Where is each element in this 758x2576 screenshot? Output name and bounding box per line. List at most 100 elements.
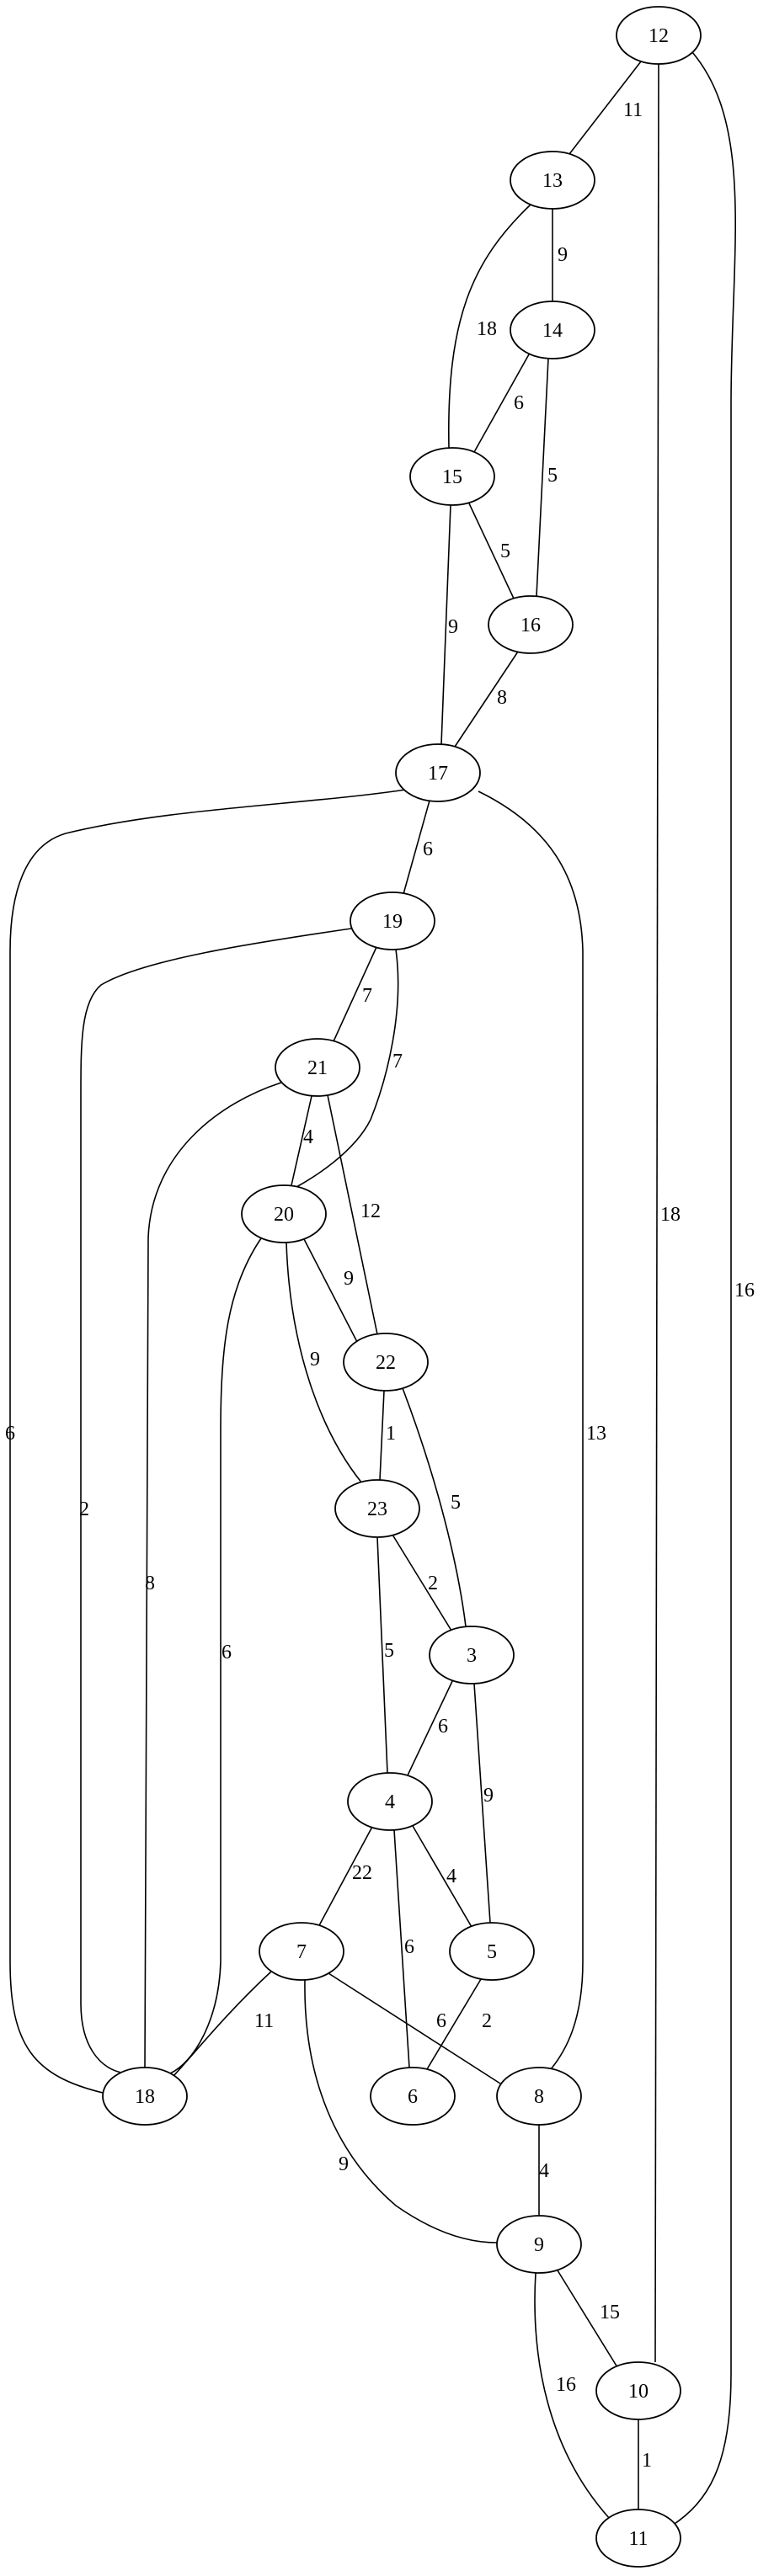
node-label-20: 20 [274,1204,294,1226]
node-label-5: 5 [487,1941,497,1963]
edge-line-17-8 [478,790,584,2070]
node-9: 9 [496,2215,582,2274]
node-ellipse-22 [343,1333,429,1392]
node-label-8: 8 [534,2086,544,2108]
node-20: 20 [241,1184,327,1243]
edge-label-14-16: 5 [547,465,558,487]
edge-line-15-16 [468,503,515,599]
edge-label-10-11: 1 [642,2450,652,2472]
node-ellipse-17 [395,743,481,802]
node-label-12: 12 [649,25,669,47]
edge-3-4: 6 [406,1679,454,1778]
edge-label-12-11: 16 [734,1280,755,1301]
edge-line-12-11 [671,51,736,2526]
edge-label-21-22: 12 [360,1200,381,1222]
edge-line-9-10 [557,2270,618,2368]
edge-line-20-18 [169,1237,262,2074]
node-ellipse-9 [496,2215,582,2274]
edge-23-4: 5 [376,1536,394,1774]
edge-label-4-7: 22 [352,1862,372,1884]
node-label-14: 14 [542,320,563,342]
node-label-17: 17 [428,763,448,785]
edge-line-19-18 [80,927,358,2073]
edge-14-16: 5 [536,358,558,597]
edge-label-9-10: 15 [600,2302,620,2323]
node-ellipse-14 [510,301,595,359]
edge-label-23-3: 2 [428,1573,438,1594]
edge-line-3-4 [406,1679,454,1778]
edge-13-14: 9 [552,209,568,301]
edge-7-18: 11 [173,1971,274,2077]
edge-8-9: 4 [538,2125,549,2216]
node-label-22: 22 [376,1352,396,1374]
edge-line-20-23 [286,1242,363,1484]
node-11: 11 [595,2509,681,2568]
edge-line-21-20 [291,1095,312,1186]
node-4: 4 [347,1772,433,1831]
edge-line-20-22 [303,1238,358,1343]
node-21: 21 [275,1038,360,1097]
node-label-6: 6 [408,2086,418,2108]
edge-label-23-4: 5 [384,1640,394,1662]
node-16: 16 [488,595,574,654]
node-ellipse-21 [275,1038,360,1097]
edge-17-18: 6 [5,789,407,2094]
node-15: 15 [409,447,495,506]
edge-label-9-11: 16 [556,2374,576,2396]
edge-label-17-18: 6 [5,1423,15,1445]
edge-label-16-17: 8 [497,687,507,709]
edge-label-4-6: 6 [404,1936,414,1958]
node-label-11: 11 [628,2528,648,2550]
node-7: 7 [259,1922,344,1981]
edge-line-4-5 [412,1825,472,1928]
edge-20-22: 9 [303,1238,358,1343]
edge-label-3-4: 6 [438,1716,448,1738]
edge-line-17-18 [9,789,407,2094]
node-label-7: 7 [296,1941,307,1963]
edge-line-19-21 [333,946,377,1042]
edge-label-20-22: 9 [344,1268,354,1290]
node-5: 5 [449,1922,535,1981]
node-12: 12 [616,6,702,65]
node-label-13: 13 [542,170,563,192]
node-label-10: 10 [628,2381,649,2403]
edge-10-11: 1 [638,2419,652,2509]
node-8: 8 [496,2067,582,2126]
node-17: 17 [395,743,481,802]
edge-line-15-17 [440,504,451,745]
edge-12-13: 11 [568,61,643,155]
edge-line-23-4 [376,1536,388,1774]
edge-line-4-6 [393,1829,410,2068]
edge-line-23-3 [392,1534,452,1631]
edge-label-15-16: 5 [500,540,510,562]
edge-label-19-18: 2 [79,1498,89,1520]
edge-20-18: 6 [169,1237,262,2074]
edge-label-13-15: 18 [477,318,497,340]
edge-line-21-22 [327,1094,378,1335]
edge-13-15: 18 [448,204,531,449]
node-label-21: 21 [307,1057,328,1079]
edge-label-5-6: 2 [482,2010,492,2032]
node-6: 6 [370,2067,456,2126]
edge-line-7-9 [304,1979,498,2243]
edge-label-14-15: 6 [514,392,524,414]
edge-line-7-18 [173,1971,272,2077]
edge-label-21-20: 4 [303,1126,313,1148]
node-13: 13 [510,151,595,210]
node-label-16: 16 [520,615,541,636]
node-ellipse-12 [616,6,702,65]
edge-label-20-23: 9 [310,1349,320,1370]
node-label-15: 15 [442,466,462,488]
edge-label-12-13: 11 [623,99,643,121]
edge-line-22-3 [402,1387,467,1627]
edge-line-7-8 [328,1972,501,2084]
node-19: 19 [350,891,435,950]
edge-label-19-20: 7 [392,1051,403,1072]
node-label-9: 9 [534,2234,544,2256]
node-ellipse-3 [429,1626,515,1685]
edge-label-22-23: 1 [386,1423,396,1445]
edge-label-20-18: 6 [222,1642,232,1663]
edge-label-7-9: 9 [339,2153,349,2175]
